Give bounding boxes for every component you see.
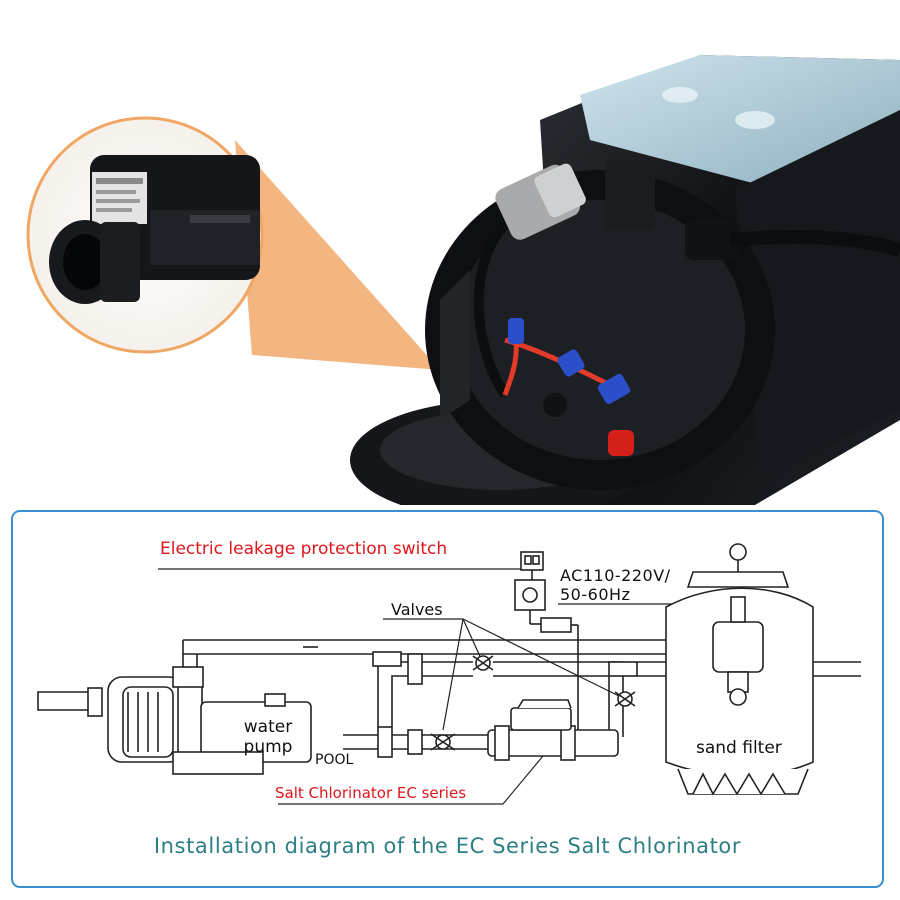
valve-bottom <box>430 733 456 751</box>
water-pump-drawing <box>37 666 312 775</box>
valve-right <box>614 691 636 707</box>
leakage-switch-label: Electric leakage protection switch <box>160 539 448 559</box>
salt-chlorinator-photo <box>26 55 900 505</box>
controller-unit <box>540 617 572 633</box>
return-pipe-top <box>183 639 693 655</box>
valve-top <box>472 655 494 671</box>
pool-label: POOL <box>315 752 354 768</box>
valves-label: Valves <box>391 600 443 619</box>
chlorinator-cell-thumbnail <box>49 155 260 304</box>
power-rating-label: AC110-220V/ <box>560 566 671 585</box>
power-cable <box>729 230 900 257</box>
plumbing-schematic <box>37 543 861 805</box>
frequency-label: 50-60Hz <box>560 585 631 604</box>
zoom-callout-cone <box>235 140 440 370</box>
chlorinator-label: Salt Chlorinator EC series <box>275 784 467 802</box>
socket-box <box>514 579 546 611</box>
bypass-pipe <box>377 661 473 727</box>
installation-diagram: Electric leakage protection switch AC110… <box>11 510 884 888</box>
diagram-caption: Installation diagram of the EC Series Sa… <box>153 834 742 858</box>
product-photo <box>26 55 900 505</box>
sensor-cable <box>473 221 510 398</box>
water-pump-label: water pump <box>243 717 293 757</box>
sand-filter-drawing <box>665 543 814 796</box>
sand-filter-label: sand filter <box>696 738 782 758</box>
chlorinator-cell-drawing <box>487 699 619 761</box>
